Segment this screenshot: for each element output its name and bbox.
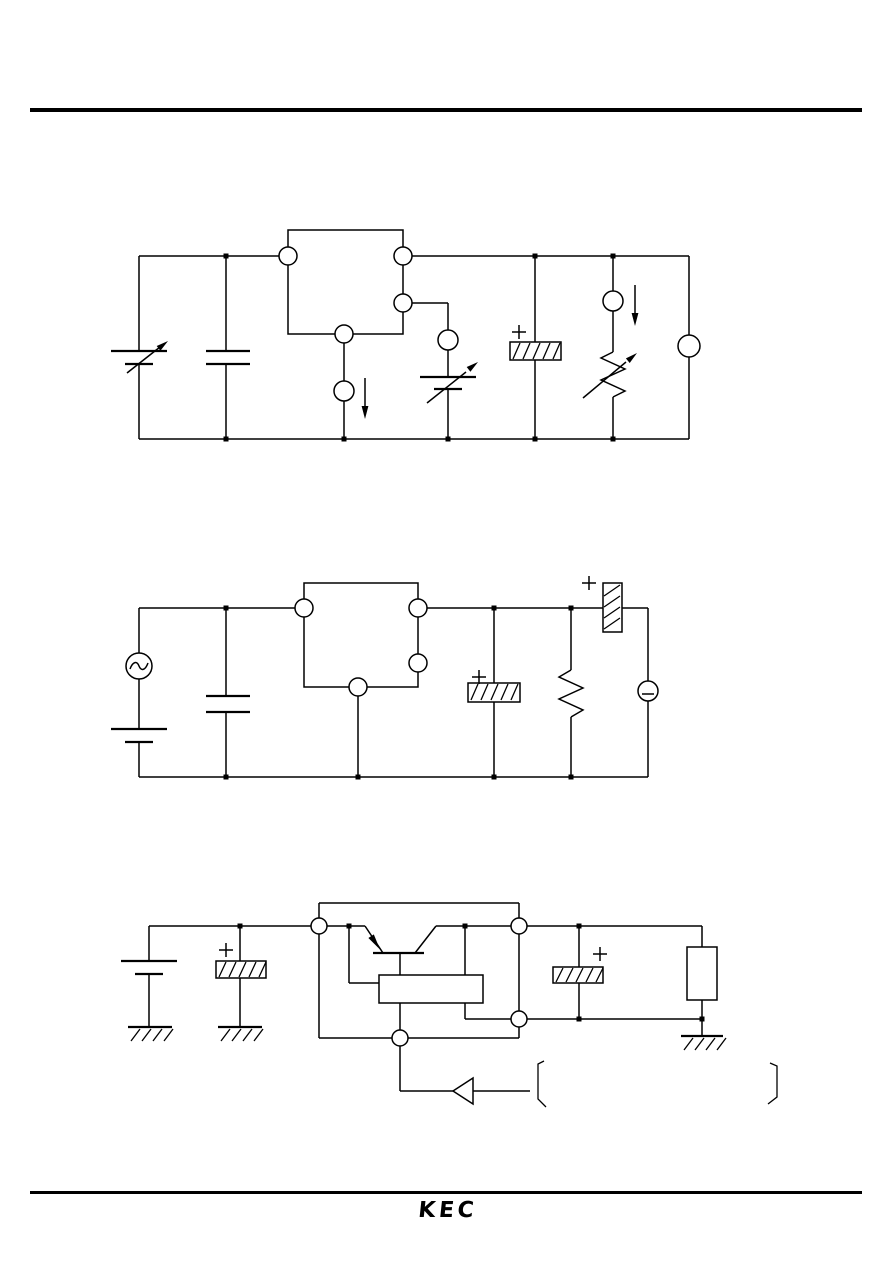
pin-circle <box>294 598 314 618</box>
pin-circle <box>310 917 328 935</box>
pin-circle <box>393 293 413 313</box>
variable-dc-source-symbol <box>111 341 168 374</box>
polar-capacitor-symbol <box>467 670 521 703</box>
capacitor-symbol <box>206 694 250 714</box>
battery-symbol <box>111 727 167 744</box>
emitter-arrow <box>368 934 380 950</box>
kec-logo: KEC <box>417 1198 478 1223</box>
capacitor-symbol <box>206 349 250 366</box>
left-bracket <box>537 1060 547 1108</box>
plus-mark <box>219 943 233 957</box>
junction-dots <box>237 923 705 1022</box>
battery-symbol <box>121 959 177 976</box>
footer-rule <box>30 1191 862 1194</box>
pin-circle <box>334 324 354 344</box>
test-circuit-3 <box>121 902 778 1108</box>
ground-symbol <box>128 1025 174 1042</box>
kec-logo-text: KEC <box>417 1198 478 1223</box>
pin-circle <box>278 246 298 266</box>
plus-mark <box>472 670 486 684</box>
right-bracket <box>767 1062 778 1105</box>
ammeter-circle <box>333 380 355 402</box>
meter-circle <box>677 334 701 358</box>
header-rule <box>30 108 862 112</box>
meter-minus-symbol <box>637 680 659 702</box>
pin-circle <box>510 917 528 935</box>
resistor-symbol <box>557 669 585 718</box>
polar-capacitor-symbol <box>552 947 607 984</box>
plus-mark <box>593 947 607 961</box>
ground-symbol <box>218 1025 264 1042</box>
ground-symbol <box>681 1034 727 1051</box>
dut-block <box>303 582 419 688</box>
load-resistor <box>686 946 718 1001</box>
variable-dc-source-symbol <box>420 362 478 404</box>
current-arrow-down <box>631 285 639 326</box>
dut-block <box>287 229 404 335</box>
variable-resistor-symbol <box>582 351 637 399</box>
wires <box>138 607 649 778</box>
series-polar-capacitor-symbol <box>582 576 623 633</box>
pin-circle <box>391 1029 409 1047</box>
pin-circle <box>348 677 368 697</box>
pnp-transistor-symbol <box>368 934 424 955</box>
current-arrow-down <box>361 378 369 419</box>
plus-mark <box>512 325 526 339</box>
test-circuit-2 <box>111 576 659 780</box>
polar-capacitor-symbol <box>215 943 267 979</box>
wires <box>138 255 690 440</box>
junction-dots <box>223 605 574 780</box>
ammeter-circle <box>602 290 624 312</box>
polar-capacitor-symbol <box>509 325 562 361</box>
junction-dots <box>223 253 616 442</box>
test-circuit-1 <box>111 229 701 442</box>
pin-circle <box>510 1010 528 1028</box>
ac-signal-source-symbol <box>125 652 153 680</box>
ammeter-circle <box>437 329 459 351</box>
pin-circle <box>408 598 428 618</box>
pin-circle <box>408 653 428 673</box>
pin-circle <box>393 246 413 266</box>
buffer-triangle <box>451 1076 474 1106</box>
plus-mark <box>582 576 596 590</box>
control-block <box>378 974 484 1004</box>
